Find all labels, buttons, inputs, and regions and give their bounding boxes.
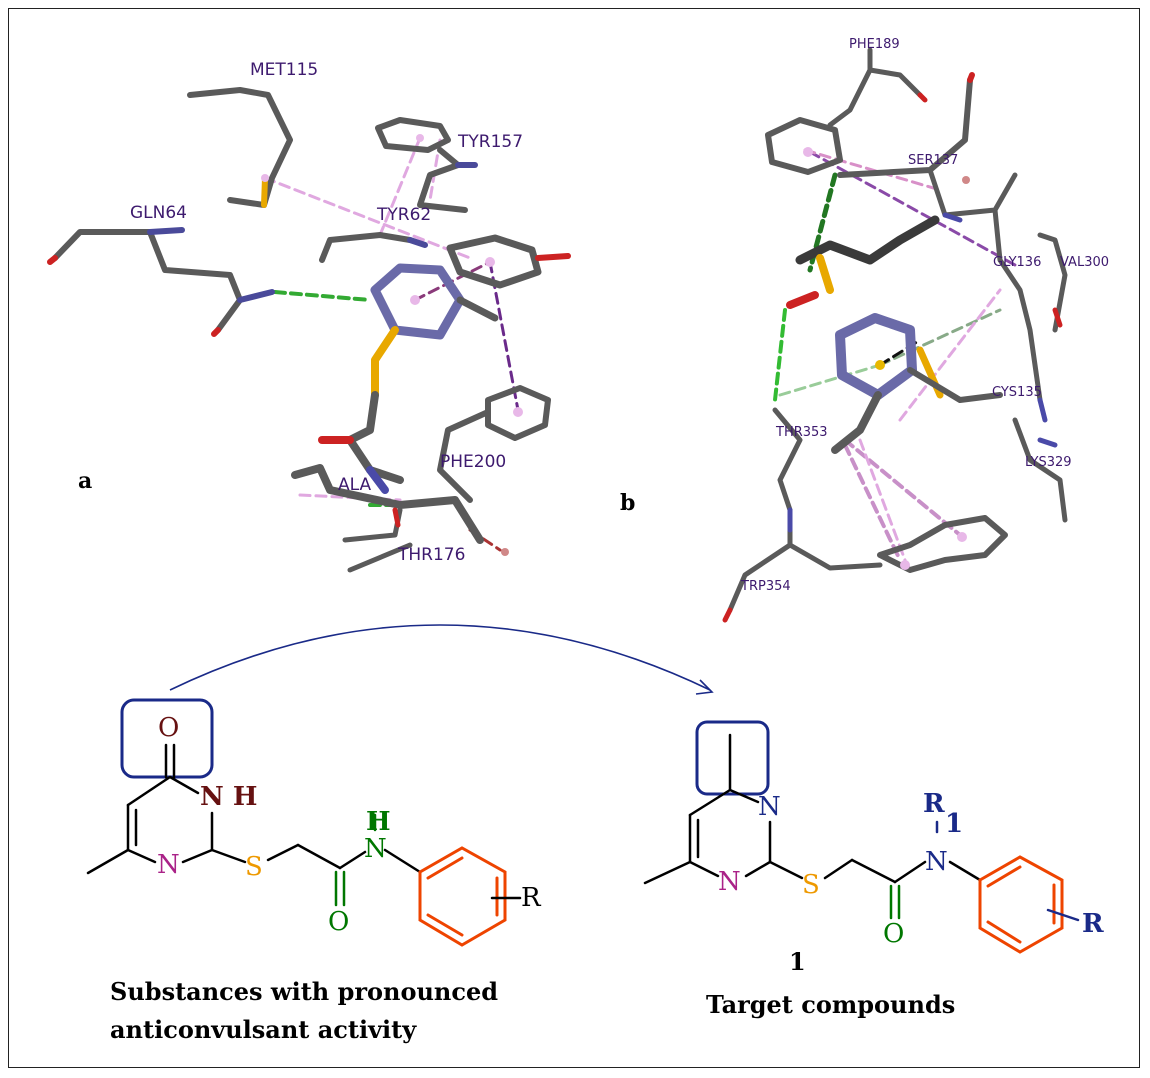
captions: Substances with pronounced anticonvulsan… xyxy=(110,947,955,1044)
atom-s-right: S xyxy=(802,870,820,900)
atom-r1-subscript: 1 xyxy=(945,809,963,839)
caption-right: Target compounds xyxy=(706,990,955,1019)
residue-label-phe189: PHE189 xyxy=(849,37,900,52)
atom-o-amide-right: O xyxy=(883,919,904,949)
left-structure-atoms: O N H N S H N O R xyxy=(157,713,542,937)
residue-label-ala: ALA xyxy=(338,475,371,495)
residue-label-met115: MET115 xyxy=(250,60,318,80)
atom-n-ring: N xyxy=(157,850,180,880)
panel-a-labels: MET115 TYR157 GLN64 TYR62 PHE200 ALA THR… xyxy=(78,60,523,565)
residue-label-ser137: SER137 xyxy=(908,153,958,168)
atom-r-right: R xyxy=(1082,909,1104,939)
compound-number: 1 xyxy=(789,947,806,976)
residue-label-lys329: LYS329 xyxy=(1025,455,1072,470)
atom-n-amide-right: N xyxy=(925,847,948,877)
residue-label-phe200: PHE200 xyxy=(440,452,506,472)
atom-r: R xyxy=(521,883,542,913)
atom-n-amide: N xyxy=(364,834,387,864)
atom-o-amide: O xyxy=(328,907,349,937)
atom-n-top: N xyxy=(758,792,781,822)
atom-o-carbonyl: O xyxy=(158,713,179,743)
panel-a-docking xyxy=(47,87,571,573)
figure-frame xyxy=(8,8,1140,1068)
residue-label-gln64: GLN64 xyxy=(130,203,187,223)
atom-r1: R xyxy=(923,789,945,819)
right-structure xyxy=(643,720,1080,954)
residue-label-thr176: THR176 xyxy=(397,545,465,565)
atom-n-ring-right: N xyxy=(718,867,741,897)
atom-h-amide: H xyxy=(366,807,391,837)
residue-label-gly136: GLY136 xyxy=(993,255,1041,270)
residue-label-cys135: CYS135 xyxy=(992,385,1042,400)
panel-b-labels: PHE189 SER137 GLY136 VAL300 CYS135 THR35… xyxy=(620,37,1109,594)
panel-label-b: b xyxy=(620,490,635,516)
panel-label-a: a xyxy=(78,468,92,494)
residue-label-val300: VAL300 xyxy=(1060,255,1109,270)
left-structure xyxy=(86,698,522,947)
caption-left-line1: Substances with pronounced xyxy=(110,977,498,1006)
residue-label-tyr62: TYR62 xyxy=(376,205,431,225)
residue-label-tyr157: TYR157 xyxy=(457,132,523,152)
caption-left-line2: anticonvulsant activity xyxy=(110,1015,417,1044)
right-structure-atoms: N R 1 N S N O R xyxy=(718,789,1104,949)
residue-label-thr353: THR353 xyxy=(775,425,828,440)
atom-s: S xyxy=(245,852,263,882)
transformation-arrow xyxy=(169,624,714,695)
residue-label-trp354: TRP354 xyxy=(740,579,791,594)
atom-nh: N H xyxy=(200,782,257,812)
panel-b-docking xyxy=(722,47,1068,623)
